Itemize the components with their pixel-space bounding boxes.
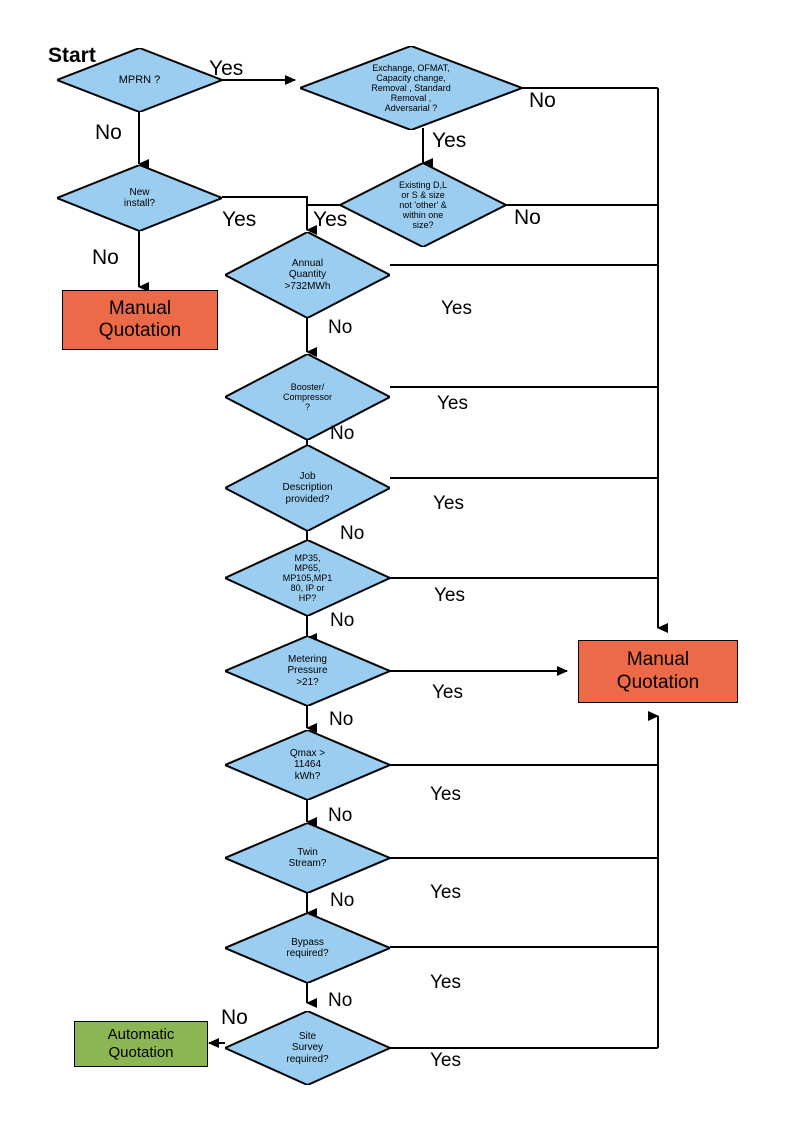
terminal-manual-quotation-right[interactable]: Manual Quotation	[578, 640, 738, 703]
decision-existing[interactable]	[340, 163, 506, 247]
edge-label-site-yes: Yes	[430, 1050, 461, 1071]
edge-label-existing-no: No	[514, 206, 541, 229]
edge-label-booster-yes: Yes	[437, 393, 468, 414]
decision-annual-quantity[interactable]	[225, 232, 390, 318]
edge-label-new-install-no: No	[92, 246, 119, 269]
edge-label-annual-yes: Yes	[441, 298, 472, 319]
decision-site-survey[interactable]	[225, 1011, 390, 1085]
edge-label-booster-no: No	[330, 423, 355, 444]
decision-twin-stream[interactable]	[225, 823, 390, 893]
decision-job-description[interactable]	[225, 445, 390, 531]
edge-existing-yes	[306, 204, 340, 230]
edge-label-twin-no: No	[330, 890, 355, 911]
terminal-line2: Quotation	[98, 320, 182, 341]
terminal-line1: Manual	[108, 297, 172, 319]
terminal-automatic-quotation[interactable]: Automatic Quotation	[74, 1021, 208, 1067]
terminal-line1: Manual	[626, 649, 690, 671]
terminal-manual-quotation-left[interactable]: Manual Quotation	[62, 290, 218, 350]
edge-label-job-no: No	[340, 523, 365, 544]
edge-label-qmax-no: No	[328, 805, 353, 826]
edge-label-annual-no: No	[328, 317, 353, 338]
edge-label-twin-yes: Yes	[430, 882, 461, 903]
terminal-line2: Quotation	[108, 1044, 174, 1061]
decision-metering-pressure[interactable]	[225, 636, 390, 706]
decision-exchange[interactable]	[300, 46, 522, 130]
edge-label-mp-no: No	[330, 610, 355, 631]
decision-bypass[interactable]	[225, 913, 390, 983]
terminal-line1: Automatic	[107, 1026, 175, 1044]
decision-booster[interactable]	[225, 354, 390, 440]
edge-label-bypass-no: No	[328, 990, 353, 1011]
decision-mprn[interactable]	[57, 48, 222, 112]
decision-qmax[interactable]	[225, 730, 390, 800]
decision-new-install[interactable]	[57, 165, 222, 231]
edge-label-bypass-yes: Yes	[430, 972, 461, 993]
edge-label-mp-yes: Yes	[434, 585, 465, 606]
edge-label-exchange-no: No	[529, 89, 556, 112]
edge-label-existing-yes: Yes	[313, 208, 348, 231]
edge-label-metering-yes: Yes	[432, 682, 463, 703]
edge-label-mprn-no: No	[95, 121, 122, 144]
start-label: Start	[48, 44, 96, 67]
edge-label-metering-no: No	[329, 709, 354, 730]
edge-label-new-install-yes: Yes	[222, 208, 257, 231]
edge-label-qmax-yes: Yes	[430, 784, 461, 805]
terminal-line2: Quotation	[616, 671, 700, 693]
edge-label-exchange-yes: Yes	[432, 129, 467, 152]
edge-label-job-yes: Yes	[433, 493, 464, 514]
decision-mp-types[interactable]	[225, 540, 390, 616]
edge-label-mprn-yes: Yes	[209, 57, 244, 80]
edge-label-site-no: No	[221, 1006, 248, 1029]
